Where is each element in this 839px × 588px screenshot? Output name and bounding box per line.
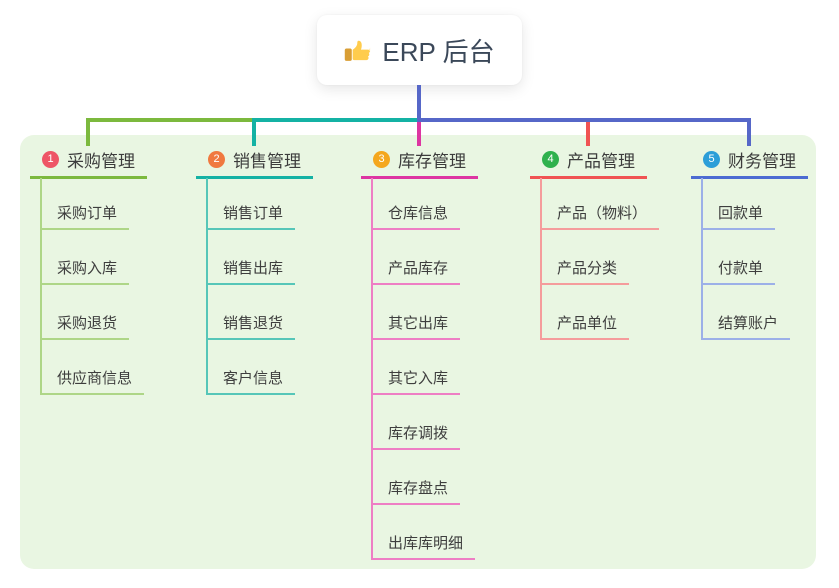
branch-title-underline: [196, 176, 313, 179]
root-node[interactable]: ERP 后台: [317, 15, 522, 85]
branch-title-label: 采购管理: [67, 151, 135, 171]
leaf-node[interactable]: 付款单: [701, 259, 776, 285]
branch-number-badge: 5: [703, 150, 720, 168]
branch-title-label: 财务管理: [728, 151, 796, 171]
branch-title-label: 产品管理: [567, 151, 635, 171]
leaf-node[interactable]: 出库库明细: [371, 534, 476, 560]
branch-child-rail: [701, 178, 703, 340]
leaf-node[interactable]: 回款单: [701, 204, 776, 230]
leaf-node[interactable]: 其它出库: [371, 314, 461, 340]
leaf-node[interactable]: 销售退货: [206, 314, 296, 340]
leaf-node[interactable]: 客户信息: [206, 369, 296, 395]
branch-number-badge: 2: [208, 150, 225, 168]
connector-horizontal-segment-teal: [252, 118, 421, 122]
branch-title-node[interactable]: 1 采购管理: [42, 149, 135, 171]
branch-title-node[interactable]: 5 财务管理: [703, 149, 796, 171]
connector-branch-drop: [747, 118, 751, 146]
leaf-node[interactable]: 产品单位: [540, 314, 630, 340]
branch-title-underline: [361, 176, 478, 179]
connector-branch-drop: [586, 122, 590, 146]
root-node-label: ERP 后台: [382, 36, 495, 67]
branch-title-node[interactable]: 2 销售管理: [208, 149, 301, 171]
branch-title-node[interactable]: 3 库存管理: [373, 149, 466, 171]
leaf-node[interactable]: 采购订单: [40, 204, 130, 230]
leaf-node[interactable]: 采购退货: [40, 314, 130, 340]
connector-horizontal-segment-green: [86, 118, 256, 122]
leaf-node[interactable]: 产品库存: [371, 259, 461, 285]
branch-number-badge: 3: [373, 150, 390, 168]
connector-branch-drop: [86, 118, 90, 146]
leaf-node[interactable]: 供应商信息: [40, 369, 145, 395]
connector-root-vertical: [417, 85, 421, 118]
branch-title-underline: [691, 176, 808, 179]
branch-title-underline: [530, 176, 647, 179]
leaf-node[interactable]: 仓库信息: [371, 204, 461, 230]
branch-child-rail: [206, 178, 208, 395]
branches-panel: [20, 135, 816, 569]
leaf-node[interactable]: 库存盘点: [371, 479, 461, 505]
branch-child-rail: [40, 178, 42, 395]
branch-title-underline: [30, 176, 147, 179]
thumbs-up-icon: [345, 40, 371, 61]
connector-horizontal-segment-blue: [417, 118, 751, 122]
leaf-node[interactable]: 销售出库: [206, 259, 296, 285]
leaf-node[interactable]: 结算账户: [701, 314, 791, 340]
leaf-node[interactable]: 其它入库: [371, 369, 461, 395]
leaf-node[interactable]: 产品（物料）: [540, 204, 660, 230]
branch-title-label: 库存管理: [398, 151, 466, 171]
branch-title-node[interactable]: 4 产品管理: [542, 149, 635, 171]
connector-branch-drop: [252, 118, 256, 146]
leaf-node[interactable]: 产品分类: [540, 259, 630, 285]
leaf-node[interactable]: 采购入库: [40, 259, 130, 285]
connector-branch-drop: [417, 122, 421, 146]
branch-number-badge: 1: [42, 150, 59, 168]
leaf-node[interactable]: 销售订单: [206, 204, 296, 230]
branch-child-rail: [540, 178, 542, 340]
branch-title-label: 销售管理: [233, 151, 301, 171]
leaf-node[interactable]: 库存调拨: [371, 424, 461, 450]
branch-number-badge: 4: [542, 150, 559, 168]
branch-child-rail: [371, 178, 373, 560]
